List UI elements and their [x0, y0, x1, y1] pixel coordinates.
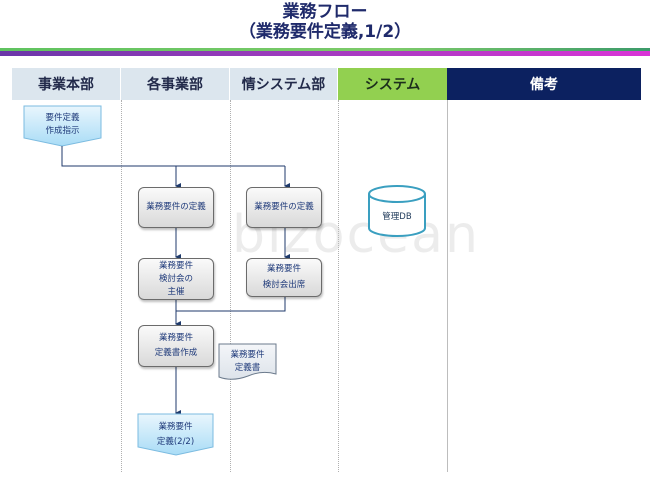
page-title: 業務フロー	[282, 2, 368, 22]
node-host-review-meeting[interactable]: 業務要件 検討会の 主催	[138, 258, 214, 300]
node-label-line1: 業務要件	[266, 264, 301, 274]
lane-header-system: システム	[338, 68, 447, 100]
node-label-line1: 業務要件	[230, 350, 265, 360]
node-label-line3: 主催	[167, 286, 185, 297]
node-label: 業務要件の定義	[254, 202, 314, 212]
header-divider-green	[0, 48, 650, 51]
node-start-instruction[interactable]: 要件定義 作成指示	[24, 112, 101, 138]
node-label-line2: 検討会出席	[262, 280, 306, 290]
node-label-line2: 定義(2/2)	[156, 437, 195, 447]
node-label-line2: 検討会の	[158, 273, 193, 284]
node-start-line1: 要件定義	[45, 113, 80, 123]
node-management-db[interactable]: 管理DB	[382, 212, 412, 222]
lane-divider	[338, 100, 339, 472]
node-start-line2: 作成指示	[45, 126, 80, 136]
connector-start-split	[61, 146, 285, 167]
node-define-requirements-units[interactable]: 業務要件の定義	[138, 187, 214, 228]
node-label-line1: 業務要件	[158, 260, 193, 271]
lane-divider	[230, 100, 231, 472]
lane-header-business-units: 各事業部	[121, 68, 230, 100]
lane-header-business-hq: 事業本部	[12, 68, 121, 100]
connector-attend-merge	[176, 297, 286, 312]
document-shape	[218, 343, 277, 380]
node-next-page-link[interactable]: 業務要件 定義(2/2)	[138, 421, 213, 449]
node-label: 業務要件の定義	[146, 202, 206, 212]
node-definition-document[interactable]: 業務要件 定義書	[219, 349, 276, 375]
lane-header-it-dept: 情システム部	[230, 68, 338, 100]
next-offpage-shape	[137, 413, 214, 456]
node-define-requirements-it[interactable]: 業務要件の定義	[246, 187, 322, 228]
node-label-line2: 定義書	[234, 363, 261, 373]
header-divider-purple	[0, 51, 650, 56]
node-create-definition-doc[interactable]: 業務要件 定義書作成	[138, 325, 214, 367]
lane-divider	[447, 100, 448, 472]
db-cylinder	[368, 185, 426, 237]
start-offpage-shape	[23, 105, 102, 147]
node-label-line2: 定義書作成	[154, 348, 198, 358]
node-attend-review-meeting[interactable]: 業務要件 検討会出席	[246, 258, 322, 297]
lane-header-notes: 備考	[447, 68, 641, 100]
node-label-line1: 業務要件	[158, 333, 193, 343]
page-subtitle: （業務要件定義,1/2）	[238, 22, 412, 42]
node-label-line1: 業務要件	[158, 422, 193, 432]
lane-divider	[121, 100, 122, 472]
